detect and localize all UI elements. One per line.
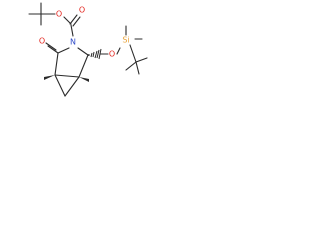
bond-n-to-c-lactam	[57, 47, 70, 54]
bond-si-to-tbu	[129, 44, 137, 63]
tert-butyl-ester-group	[28, 2, 81, 37]
atom-o-lactam: O	[39, 37, 45, 46]
bicyclic-ring	[45, 42, 89, 97]
atom-o-ester: O	[56, 10, 62, 19]
bond-lactam-carbonyl-a	[47, 45, 59, 54]
atom-si: Si	[122, 36, 129, 45]
bond-carbonyl-double-a	[69, 14, 78, 25]
hashed-bond-ch2	[88, 48, 102, 60]
atom-o-ether: O	[109, 50, 115, 59]
wedge-bond-left	[44, 75, 55, 80]
bond-carbonyl-to-nitrogen	[70, 24, 74, 37]
bond-tbu2-methyl-right	[135, 57, 148, 63]
bond-bridge-c-to-c	[54, 74, 80, 78]
bond-oxygen-to-carbonyl	[63, 16, 72, 25]
bond-lactam-carbonyl-b	[45, 42, 57, 51]
bond-n-to-c2	[77, 47, 89, 56]
bond-cyclopropane-left	[54, 74, 66, 97]
tbs-ether-group	[99, 25, 148, 75]
molecule-structure: O O O N O Si	[28, 2, 148, 97]
bond-tbu2-methyl-left	[125, 61, 137, 71]
atom-o-ester-double: O	[79, 6, 85, 15]
bond-tbu2-methyl-down	[135, 61, 140, 75]
bond-oxygen-to-si	[116, 47, 121, 55]
bond-c2-to-c-bridge	[78, 54, 89, 78]
wedge-bond-right	[79, 77, 89, 82]
atom-n-ring: N	[70, 38, 76, 47]
stereo-bonds	[44, 48, 102, 82]
bond-lactam-c-to-c	[54, 52, 59, 76]
bond-carbonyl-double-b	[72, 16, 81, 27]
bond-cyclopropane-right	[64, 76, 80, 97]
